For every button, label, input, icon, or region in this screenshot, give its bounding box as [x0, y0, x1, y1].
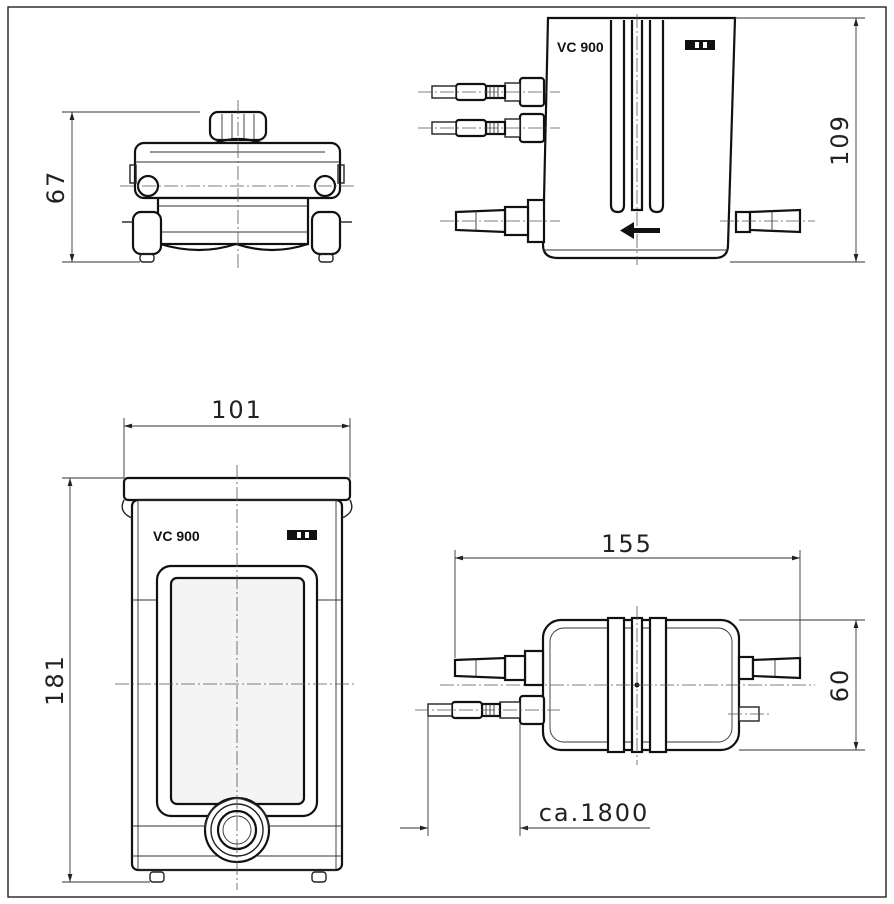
top-brand-logo [287, 530, 317, 540]
side-brand-logo [685, 40, 715, 50]
front-height-dimension: 67 [42, 170, 70, 205]
top-width-dimension: 101 [211, 396, 263, 424]
plan-height-dimension: 60 [826, 668, 854, 703]
plan-cable-connector [415, 694, 560, 726]
plan-width-dimension: 155 [601, 530, 653, 558]
side-height-dimension: 109 [826, 114, 854, 166]
cable-connector-lower [418, 112, 560, 144]
hose-outlet [720, 208, 815, 234]
side-view: VC 900 [418, 14, 865, 265]
cable-length-dimension: ca.1800 [539, 799, 650, 827]
side-model-label: VC 900 [557, 39, 604, 55]
front-view: 67 [42, 100, 355, 270]
plan-view: 155 60 ca.1800 [400, 530, 865, 836]
top-height-dimension: 181 [41, 654, 69, 706]
top-model-label: VC 900 [153, 528, 200, 544]
cable-connector-upper [418, 76, 560, 108]
flow-arrow-icon [620, 222, 660, 239]
drawing-frame [7, 6, 887, 898]
top-view: VC 900 101 181 [41, 396, 355, 890]
hose-inlet [440, 198, 560, 244]
